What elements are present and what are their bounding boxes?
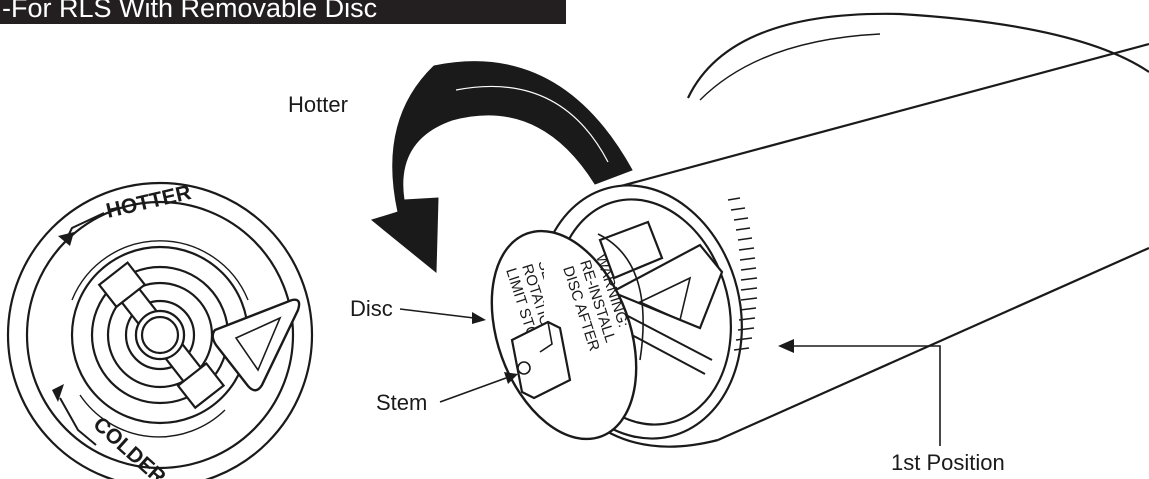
cylinder-flange — [687, 12, 1149, 99]
title-bar: -For RLS With Removable Disc — [0, 0, 566, 24]
position-leader-line — [790, 345, 941, 446]
rim-ticks — [727, 197, 758, 351]
valve-stem — [510, 320, 572, 400]
hotter-label: Hotter — [288, 92, 348, 117]
valve-inner-block — [598, 220, 664, 280]
leader-lines — [399, 308, 941, 446]
dial-ring-2 — [25, 200, 295, 470]
rotation-arrow-icon — [370, 61, 633, 274]
disc-leader-line — [399, 308, 475, 319]
dial-assembly — [6, 181, 314, 479]
stem-leader-line — [439, 377, 507, 403]
diagram-title: -For RLS With Removable Disc — [2, 0, 378, 23]
dial-hub — [124, 299, 196, 371]
dial-inner-track-lower — [79, 394, 226, 438]
first-position-label: 1st Position — [891, 450, 1005, 475]
dial-inner-track — [71, 240, 249, 301]
disc-label: Disc — [350, 296, 393, 321]
cylinder-top-edge — [605, 42, 1149, 192]
arrow-colder-icon — [59, 397, 97, 446]
cylinder-bottom-edge — [717, 246, 1149, 442]
stem-label: Stem — [376, 390, 428, 415]
